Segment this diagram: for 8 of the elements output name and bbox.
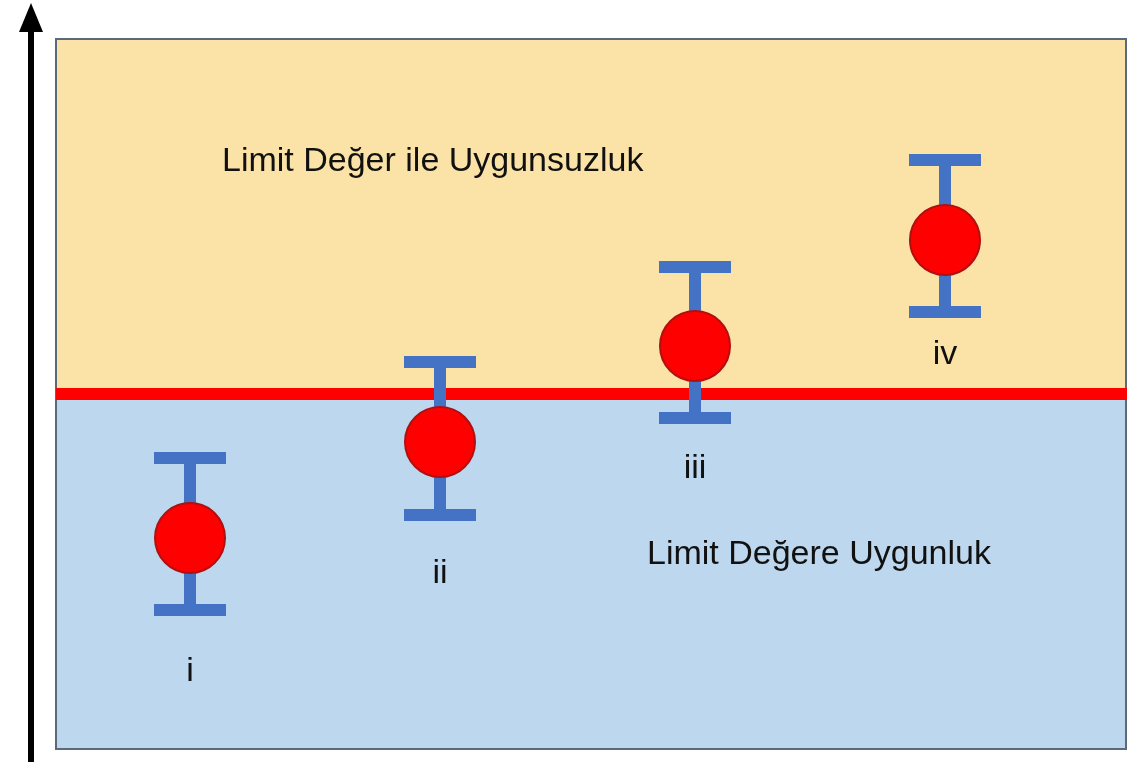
point-label: iii <box>683 447 707 486</box>
zone-label: Limit Değer ile Uygunsuzluk <box>222 140 644 179</box>
point-label: iv <box>932 333 958 372</box>
zone-label: Limit Değere Uygunluk <box>647 533 991 572</box>
zone-band <box>55 38 1127 398</box>
point-label: i <box>186 650 194 689</box>
point-label: ii <box>432 552 448 591</box>
zone-band <box>55 396 1127 750</box>
